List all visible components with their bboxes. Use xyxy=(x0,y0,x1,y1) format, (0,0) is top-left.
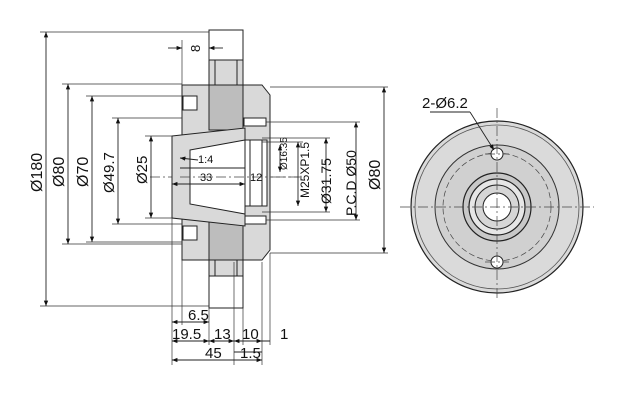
bottom-dimensions: 6.5 19.5 13 10 1 45 1.5 xyxy=(171,218,288,365)
vertical-dimensions: Ø180 Ø80 Ø70 Ø49.7 Ø25 Ø16.35 xyxy=(29,31,388,307)
length-12: 12 xyxy=(250,172,262,184)
dim-d49-7: Ø49.7 xyxy=(101,152,118,193)
hub-upper-band xyxy=(208,84,244,131)
dim-b45: 45 xyxy=(205,345,222,362)
dim-b6-5: 6.5 xyxy=(188,307,209,324)
section-view: Ø180 Ø80 Ø70 Ø49.7 Ø25 Ø16.35 xyxy=(29,29,388,365)
pin-hole-lower xyxy=(243,215,267,225)
dim-d180: Ø180 xyxy=(29,153,46,192)
flange-top-cut xyxy=(208,29,244,61)
dim-b19-5: 19.5 xyxy=(172,326,201,343)
front-view: 2-Ø6.2 xyxy=(400,95,594,300)
flange-bottom-cut xyxy=(208,275,244,309)
dim-d80-right: Ø80 xyxy=(367,160,384,190)
dim-d31-75: Ø31.75 xyxy=(318,158,334,204)
dim-b1-5: 1.5 xyxy=(240,345,261,362)
bolt-hole-lower xyxy=(182,225,198,241)
dim-d80-left: Ø80 xyxy=(51,157,68,187)
pin-hole-upper xyxy=(243,117,267,127)
holes-label: 2-Ø6.2 xyxy=(422,95,468,112)
dim-b13: 13 xyxy=(214,326,231,343)
dim-pcd50: P.C.D Ø50 xyxy=(343,150,359,216)
dim-m25: M25XP1.5 xyxy=(298,142,312,198)
dim-d25: Ø25 xyxy=(134,156,151,184)
dim-d16-35: Ø16.35 xyxy=(279,137,290,170)
dim-top-8: 8 xyxy=(188,45,203,52)
dim-b10: 10 xyxy=(242,326,259,343)
bolt-hole-upper xyxy=(182,95,198,111)
dim-d70: Ø70 xyxy=(75,157,92,187)
length-33: 33 xyxy=(200,172,212,184)
taper-ratio: 1:4 xyxy=(198,154,213,166)
top-dimension: 8 xyxy=(168,40,223,85)
dim-b1: 1 xyxy=(280,326,288,343)
